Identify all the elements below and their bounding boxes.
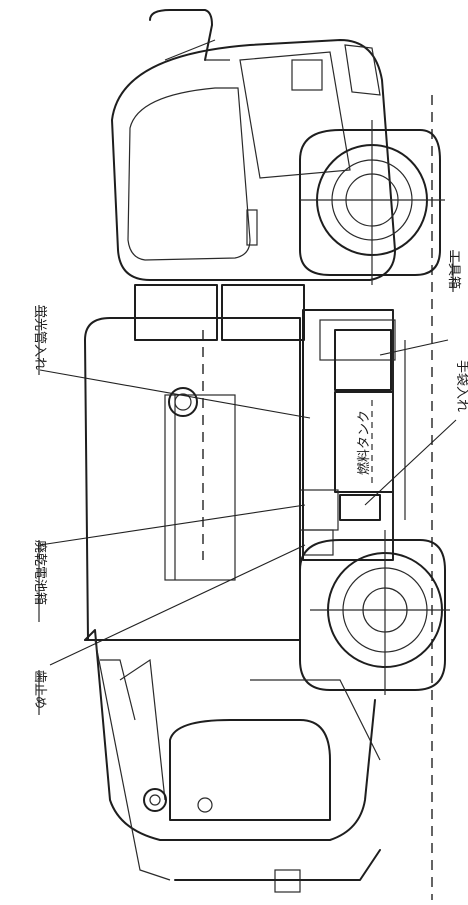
leader-toolbox	[379, 339, 449, 356]
leader-fluorescent	[39, 369, 311, 419]
glove-holder	[339, 494, 381, 521]
toolbox	[334, 329, 392, 391]
leader-glove	[364, 419, 457, 506]
rear-loader	[84, 629, 381, 893]
bulkhead-block-b	[221, 284, 305, 341]
cab	[111, 9, 396, 281]
leader-battery	[39, 504, 306, 546]
underbody-equipment	[299, 309, 406, 561]
label-toolbox: 工具箱	[446, 250, 462, 289]
label-fuel-tank: 燃料タンク	[356, 410, 372, 475]
body-container	[84, 317, 301, 641]
rear-wheel	[299, 530, 450, 695]
label-waste-battery-box: 廃乾電池箱	[32, 540, 48, 605]
front-wheel	[299, 120, 445, 285]
label-glove-holder: 手袋入れ	[454, 360, 468, 412]
leader-chock	[49, 544, 306, 666]
bulkhead-block-a	[134, 284, 218, 341]
